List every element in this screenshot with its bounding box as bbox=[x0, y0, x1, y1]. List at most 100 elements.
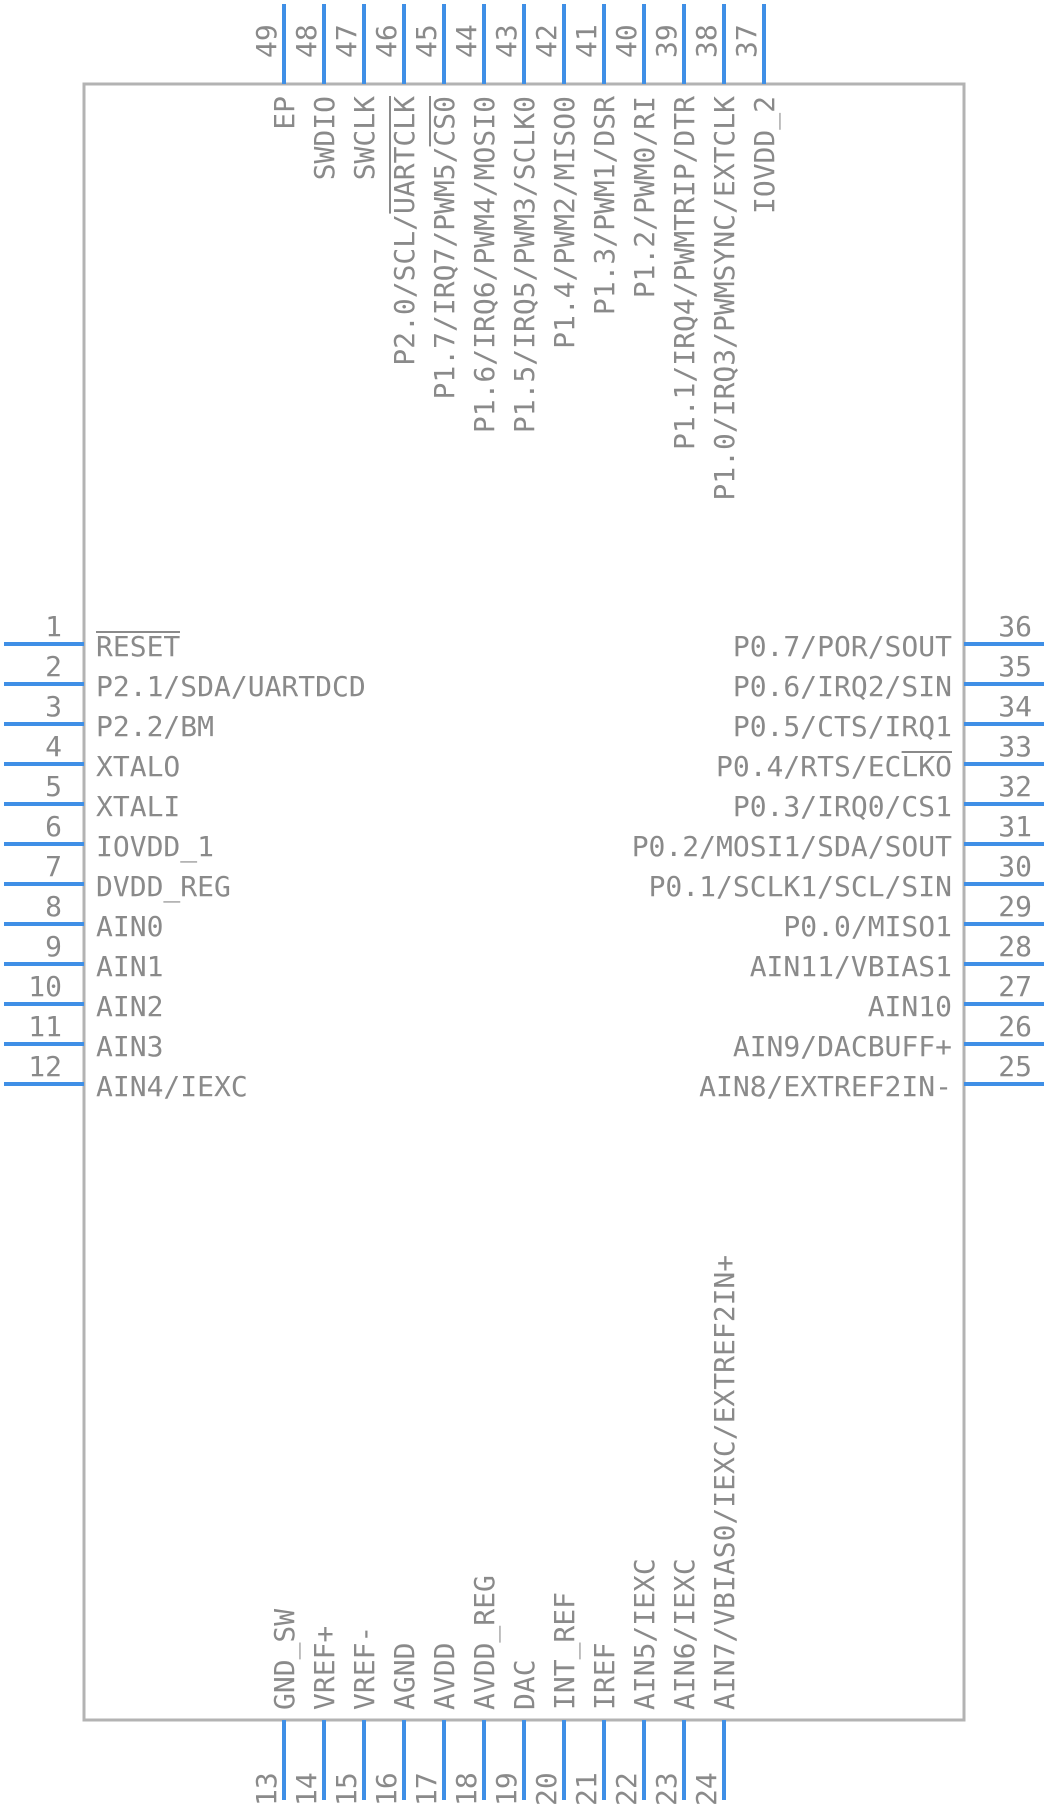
pin-number-12: 12 bbox=[28, 1050, 62, 1083]
pin-number-6: 6 bbox=[45, 810, 62, 843]
pin-number-2: 2 bbox=[45, 650, 62, 683]
pin-number-18: 18 bbox=[450, 1772, 483, 1806]
pin-label-19: DAC bbox=[508, 1659, 541, 1710]
pin-number-38: 38 bbox=[690, 24, 723, 58]
pin-number-11: 11 bbox=[28, 1010, 62, 1043]
pin-label-32: P0.3/IRQ0/CS1 bbox=[733, 790, 952, 823]
pin-label-14: VREF+ bbox=[308, 1626, 341, 1710]
pin-label-35: P0.6/IRQ2/SIN bbox=[733, 670, 952, 703]
pin-number-25: 25 bbox=[998, 1050, 1032, 1083]
pin-label-39: P1.1/IRQ4/PWMTRIP/DTR bbox=[668, 96, 701, 450]
pin-label-29: P0.0/MISO1 bbox=[783, 910, 952, 943]
pin-label-33: P0.4/RTS/ECLKO bbox=[716, 750, 952, 783]
pin-number-48: 48 bbox=[290, 24, 323, 58]
pin-label-44: P1.6/IRQ6/PWM4/MOSI0 bbox=[468, 96, 501, 433]
pin-label-46: P2.0/SCL/UARTCLK bbox=[388, 96, 421, 366]
pin-number-5: 5 bbox=[45, 770, 62, 803]
pin-label-27: AIN10 bbox=[868, 990, 952, 1023]
pin-label-2: P2.1/SDA/UARTDCD bbox=[96, 670, 366, 703]
pin-label-48: SWDIO bbox=[308, 96, 341, 180]
pin-number-4: 4 bbox=[45, 730, 62, 763]
pin-number-35: 35 bbox=[998, 650, 1032, 683]
pin-number-15: 15 bbox=[330, 1772, 363, 1806]
pin-number-34: 34 bbox=[998, 690, 1032, 723]
pin-number-43: 43 bbox=[490, 24, 523, 58]
pin-number-36: 36 bbox=[998, 610, 1032, 643]
pin-label-41: P1.3/PWM1/DSR bbox=[588, 96, 621, 315]
pin-label-38: P1.0/IRQ3/PWMSYNC/EXTCLK bbox=[708, 96, 741, 501]
pin-number-3: 3 bbox=[45, 690, 62, 723]
pin-number-44: 44 bbox=[450, 24, 483, 58]
pin-label-30: P0.1/SCLK1/SCL/SIN bbox=[649, 870, 952, 903]
pin-number-32: 32 bbox=[998, 770, 1032, 803]
pin-label-26: AIN9/DACBUFF+ bbox=[733, 1030, 952, 1063]
pin-label-34: P0.5/CTS/IRQ1 bbox=[733, 710, 952, 743]
pin-label-43: P1.5/IRQ5/PWM3/SCLK0 bbox=[508, 96, 541, 433]
pin-label-1: RESET bbox=[96, 630, 180, 663]
pin-number-10: 10 bbox=[28, 970, 62, 1003]
pin-label-47: SWCLK bbox=[348, 96, 381, 180]
pin-number-47: 47 bbox=[330, 24, 363, 58]
pin-label-25: AIN8/EXTREF2IN- bbox=[699, 1070, 952, 1103]
pin-label-4: XTALO bbox=[96, 750, 180, 783]
pin-label-13: GND_SW bbox=[268, 1609, 302, 1710]
pin-number-31: 31 bbox=[998, 810, 1032, 843]
pin-label-22: AIN5/IEXC bbox=[628, 1558, 661, 1710]
pin-label-7: DVDD_REG bbox=[96, 870, 231, 904]
pin-label-16: AGND bbox=[388, 1643, 421, 1710]
pin-label-40: P1.2/PWM0/RI bbox=[628, 96, 661, 298]
pin-number-24: 24 bbox=[690, 1772, 723, 1806]
pin-number-37: 37 bbox=[730, 24, 763, 58]
pin-number-9: 9 bbox=[45, 930, 62, 963]
pin-label-11: AIN3 bbox=[96, 1030, 163, 1063]
pin-label-21: IREF bbox=[588, 1643, 621, 1710]
pin-label-36: P0.7/POR/SOUT bbox=[733, 630, 952, 663]
pin-number-7: 7 bbox=[45, 850, 62, 883]
pin-label-24: AIN7/VBIAS0/IEXC/EXTREF2IN+ bbox=[708, 1255, 741, 1710]
pin-number-30: 30 bbox=[998, 850, 1032, 883]
pin-number-39: 39 bbox=[650, 24, 683, 58]
pin-label-15: VREF- bbox=[348, 1626, 381, 1710]
pin-label-37: IOVDD_2 bbox=[748, 96, 782, 214]
pin-label-3: P2.2/BM bbox=[96, 710, 214, 743]
pin-number-26: 26 bbox=[998, 1010, 1032, 1043]
pin-number-17: 17 bbox=[410, 1772, 443, 1806]
pin-number-49: 49 bbox=[250, 24, 283, 58]
pin-number-19: 19 bbox=[490, 1772, 523, 1806]
pin-label-23: AIN6/IEXC bbox=[668, 1558, 701, 1710]
pin-number-27: 27 bbox=[998, 970, 1032, 1003]
pin-label-9: AIN1 bbox=[96, 950, 163, 983]
pin-label-12: AIN4/IEXC bbox=[96, 1070, 248, 1103]
pin-number-28: 28 bbox=[998, 930, 1032, 963]
pin-number-22: 22 bbox=[610, 1772, 643, 1806]
pin-number-13: 13 bbox=[250, 1772, 283, 1806]
pin-number-29: 29 bbox=[998, 890, 1032, 923]
pin-label-20: INT_REF bbox=[548, 1592, 582, 1710]
pin-label-10: AIN2 bbox=[96, 990, 163, 1023]
pin-number-40: 40 bbox=[610, 24, 643, 58]
pin-label-8: AIN0 bbox=[96, 910, 163, 943]
pin-number-14: 14 bbox=[290, 1772, 323, 1806]
pin-number-45: 45 bbox=[410, 24, 443, 58]
pin-number-41: 41 bbox=[570, 24, 603, 58]
pin-label-5: XTALI bbox=[96, 790, 180, 823]
pin-number-1: 1 bbox=[45, 610, 62, 643]
pin-number-8: 8 bbox=[45, 890, 62, 923]
pin-number-42: 42 bbox=[530, 24, 563, 58]
pin-label-18: AVDD_REG bbox=[468, 1575, 502, 1710]
pin-label-49: EP bbox=[268, 96, 301, 130]
pin-number-16: 16 bbox=[370, 1772, 403, 1806]
pin-label-28: AIN11/VBIAS1 bbox=[750, 950, 952, 983]
pin-label-6: IOVDD_1 bbox=[96, 830, 214, 864]
pin-number-20: 20 bbox=[530, 1772, 563, 1806]
pin-label-42: P1.4/PWM2/MISO0 bbox=[548, 96, 581, 349]
pin-number-23: 23 bbox=[650, 1772, 683, 1806]
pin-number-21: 21 bbox=[570, 1772, 603, 1806]
pin-number-46: 46 bbox=[370, 24, 403, 58]
pin-label-17: AVDD bbox=[428, 1643, 461, 1710]
pin-label-31: P0.2/MOSI1/SDA/SOUT bbox=[632, 830, 952, 863]
pin-label-45: P1.7/IRQ7/PWM5/CS0 bbox=[428, 96, 461, 399]
pin-number-33: 33 bbox=[998, 730, 1032, 763]
